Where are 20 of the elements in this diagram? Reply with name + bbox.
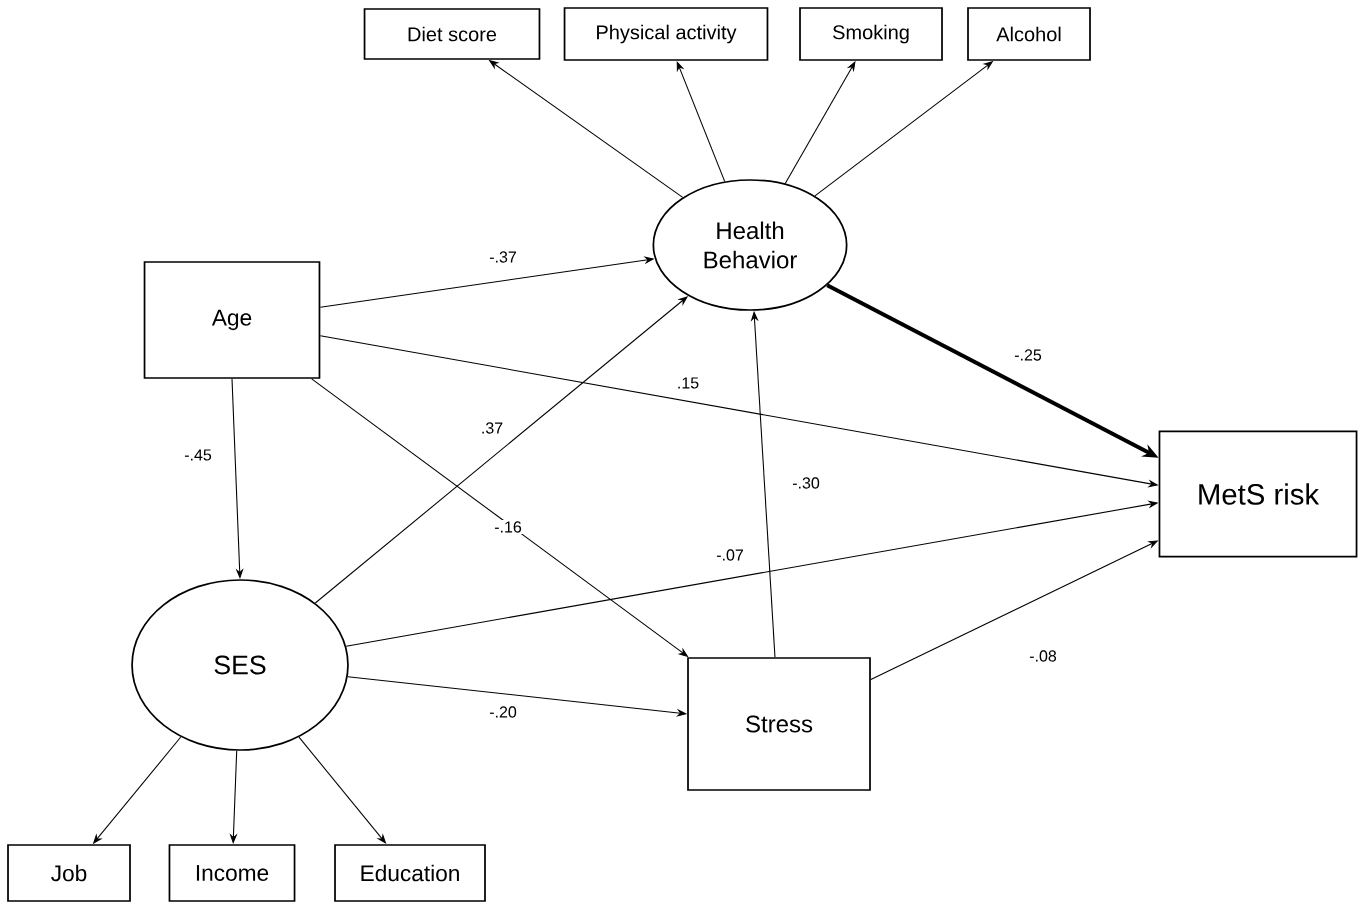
edge-label: -.37	[487, 250, 519, 264]
indicator-box: Physical activity	[563, 7, 769, 61]
edge-label: -.08	[1027, 649, 1059, 663]
variable-box: Stress	[687, 657, 871, 791]
edge-label: -.45	[182, 448, 214, 462]
variable-box: MetS risk	[1158, 430, 1358, 558]
indicator-box: Smoking	[799, 7, 943, 61]
edge-label: -.20	[487, 705, 519, 719]
edge-label: .15	[675, 376, 701, 390]
indicator-box: Education	[334, 844, 486, 902]
indicator-box: Income	[168, 844, 296, 902]
indicator-box: Job	[7, 844, 131, 902]
variable-box: Age	[143, 261, 321, 379]
edge-label: .37	[479, 421, 505, 435]
edge-label: -.25	[1012, 348, 1044, 362]
edge-label: -.07	[714, 548, 746, 562]
indicator-box: Diet score	[363, 8, 541, 60]
edge-label: -.16	[492, 520, 524, 534]
edge-label: -.30	[790, 476, 822, 490]
indicator-box: Alcohol	[967, 7, 1091, 61]
